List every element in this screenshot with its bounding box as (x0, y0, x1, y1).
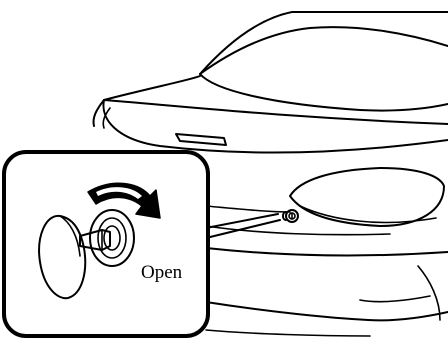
trunk-lid-top (104, 76, 200, 100)
callout-pointer (206, 214, 280, 238)
rear-window-edge (200, 27, 448, 74)
left-fender (93, 100, 104, 126)
trunk-lid-edge (104, 100, 448, 124)
callout-frame (4, 152, 208, 336)
bumper-crease (360, 296, 430, 302)
callout-box: Open (4, 152, 208, 336)
bumper-under (206, 330, 370, 336)
bumper-end (418, 266, 440, 320)
bumper-top (206, 248, 448, 255)
rear-window-base (200, 74, 448, 111)
taillight (290, 168, 444, 226)
trunk-panel-line-upper (206, 206, 290, 212)
open-label: Open (141, 262, 183, 283)
trunk-lid-surface (103, 100, 448, 153)
car-roof-line (200, 12, 448, 74)
bumper-bottom (206, 302, 448, 320)
trunk-handle (176, 134, 226, 145)
